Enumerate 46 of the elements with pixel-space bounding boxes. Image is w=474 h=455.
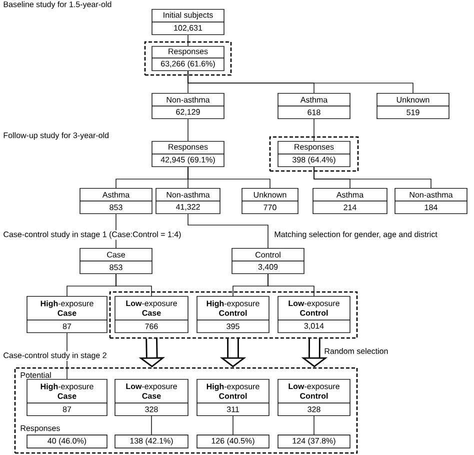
count-box: High-exposure Control 395 (196, 296, 270, 334)
count-box: Responses 63,266 (61.6%) (152, 46, 224, 72)
dashed-frame (269, 136, 359, 172)
count-box: Asthma 853 (80, 188, 152, 214)
dashed-frame (144, 41, 232, 76)
section-heading: Follow-up study for 3-year-old (2, 131, 110, 141)
count-box: Responses 42,945 (69.1%) (152, 140, 224, 168)
group-label: Potential (19, 371, 52, 379)
dashed-frame (109, 291, 358, 339)
count-box: Low-exposure Case 766 (114, 296, 188, 334)
count-box: High-exposure Control 311 (196, 378, 270, 416)
response-box: 138 (42.1%) (114, 434, 188, 448)
count-box: Non-asthma 184 (394, 188, 468, 214)
dashed-frame (14, 367, 358, 454)
annotation-text: Matching selection for gender, age and district (273, 230, 438, 240)
count-box: Unknown 770 (242, 188, 298, 214)
count-box: Low-exposure Control 328 (278, 378, 350, 416)
section-heading: Case-control study in stage 1 (Case:Control = 1:4) (2, 230, 182, 240)
connector-line (268, 274, 314, 296)
connector-line (116, 274, 152, 296)
response-box: 40 (46.0%) (26, 434, 108, 448)
response-box: 124 (37.8%) (278, 434, 350, 448)
section-heading: Baseline study for 1.5-year-old (2, 0, 113, 10)
connector-line (188, 166, 270, 188)
count-box: Responses 398 (64.4%) (278, 140, 350, 168)
group-label: Responses (19, 424, 62, 434)
response-box: 126 (40.5%) (196, 434, 270, 448)
count-box: Asthma 618 (278, 92, 350, 120)
count-box: Non-asthma 41,322 (156, 188, 220, 214)
count-box: Low-exposure Case 328 (114, 378, 188, 416)
count-box: Unknown 519 (376, 92, 450, 120)
count-box: Initial subjects 102,631 (152, 8, 224, 36)
count-box: Control 3,409 (232, 248, 304, 274)
connector-line (151, 416, 152, 435)
count-box: Case 853 (80, 248, 152, 274)
connector-line (188, 214, 268, 248)
count-box: High-exposure Case 87 (26, 378, 108, 416)
count-box: Asthma 214 (312, 188, 388, 214)
connector-line (232, 416, 234, 435)
connector-line (314, 166, 432, 188)
section-heading: Case-control study in stage 2 (2, 351, 108, 361)
count-box: Low-exposure Control 3,014 (278, 296, 350, 334)
annotation-text: Random selection (323, 347, 390, 355)
count-box: High-exposure Case 87 (26, 296, 108, 334)
connector-line (188, 70, 414, 94)
count-box: Non-asthma 62,129 (152, 92, 224, 120)
